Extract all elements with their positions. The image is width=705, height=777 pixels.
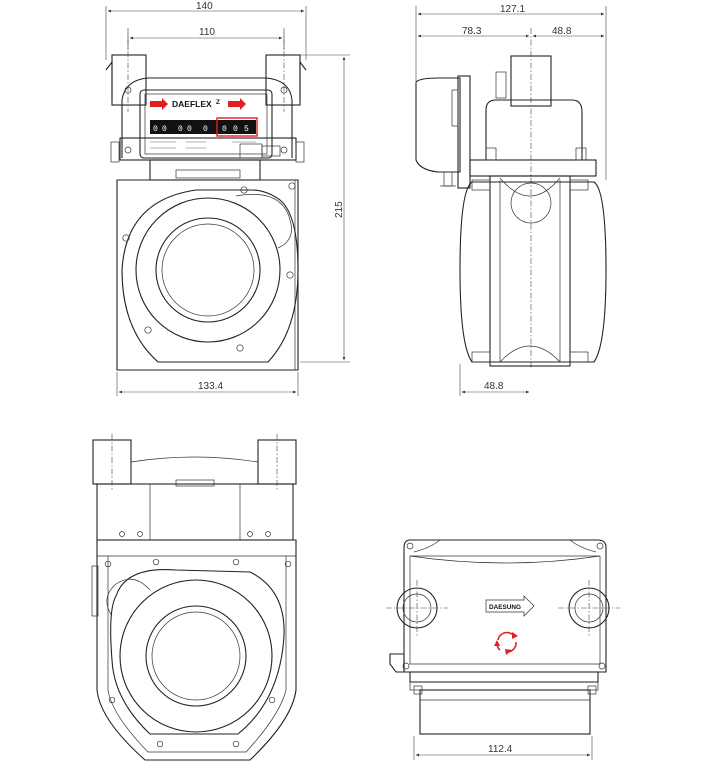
dimension-label: 112.4 [488,744,513,755]
side-view [415,28,607,368]
dimension-label: 78.3 [462,26,482,37]
dimension-label: 133.4 [198,381,223,392]
counter-digit: 0 [187,125,192,134]
counter-digit: 5 [244,125,249,134]
rear-view [91,434,297,761]
counter-digit: 0 [178,125,183,134]
dimension-label: 48.8 [552,26,572,37]
front-view: DAEFLEX Z 0 0 0 0 0 0 0 5 [105,28,307,371]
svg-text:Z: Z [216,99,220,106]
front-dimensions: 140 110 215 133.4 [105,1,350,396]
counter-digit: 0 [222,125,227,134]
base-brand-label: DAESUNG [489,604,521,611]
dimension-label: 140 [196,1,213,12]
dimension-label: 110 [199,27,215,38]
counter-digit: 0 [233,125,238,134]
bottom-dimensions: 112.4 [413,736,593,760]
side-dimensions: 127.1 78.3 48.8 48.8 [415,4,607,396]
counter-digit: 0 [153,125,158,134]
counter-digit: 0 [162,125,167,134]
bottom-view: DAESUNG [386,539,620,735]
dimension-label: 48.8 [484,381,504,392]
dimension-label: 127.1 [500,4,525,15]
brand-label: DAEFLEX [172,99,212,109]
counter-digits: 0 0 0 0 0 0 0 5 [153,125,249,134]
dimension-label: 215 [334,201,345,218]
counter-digit: 0 [203,125,208,134]
